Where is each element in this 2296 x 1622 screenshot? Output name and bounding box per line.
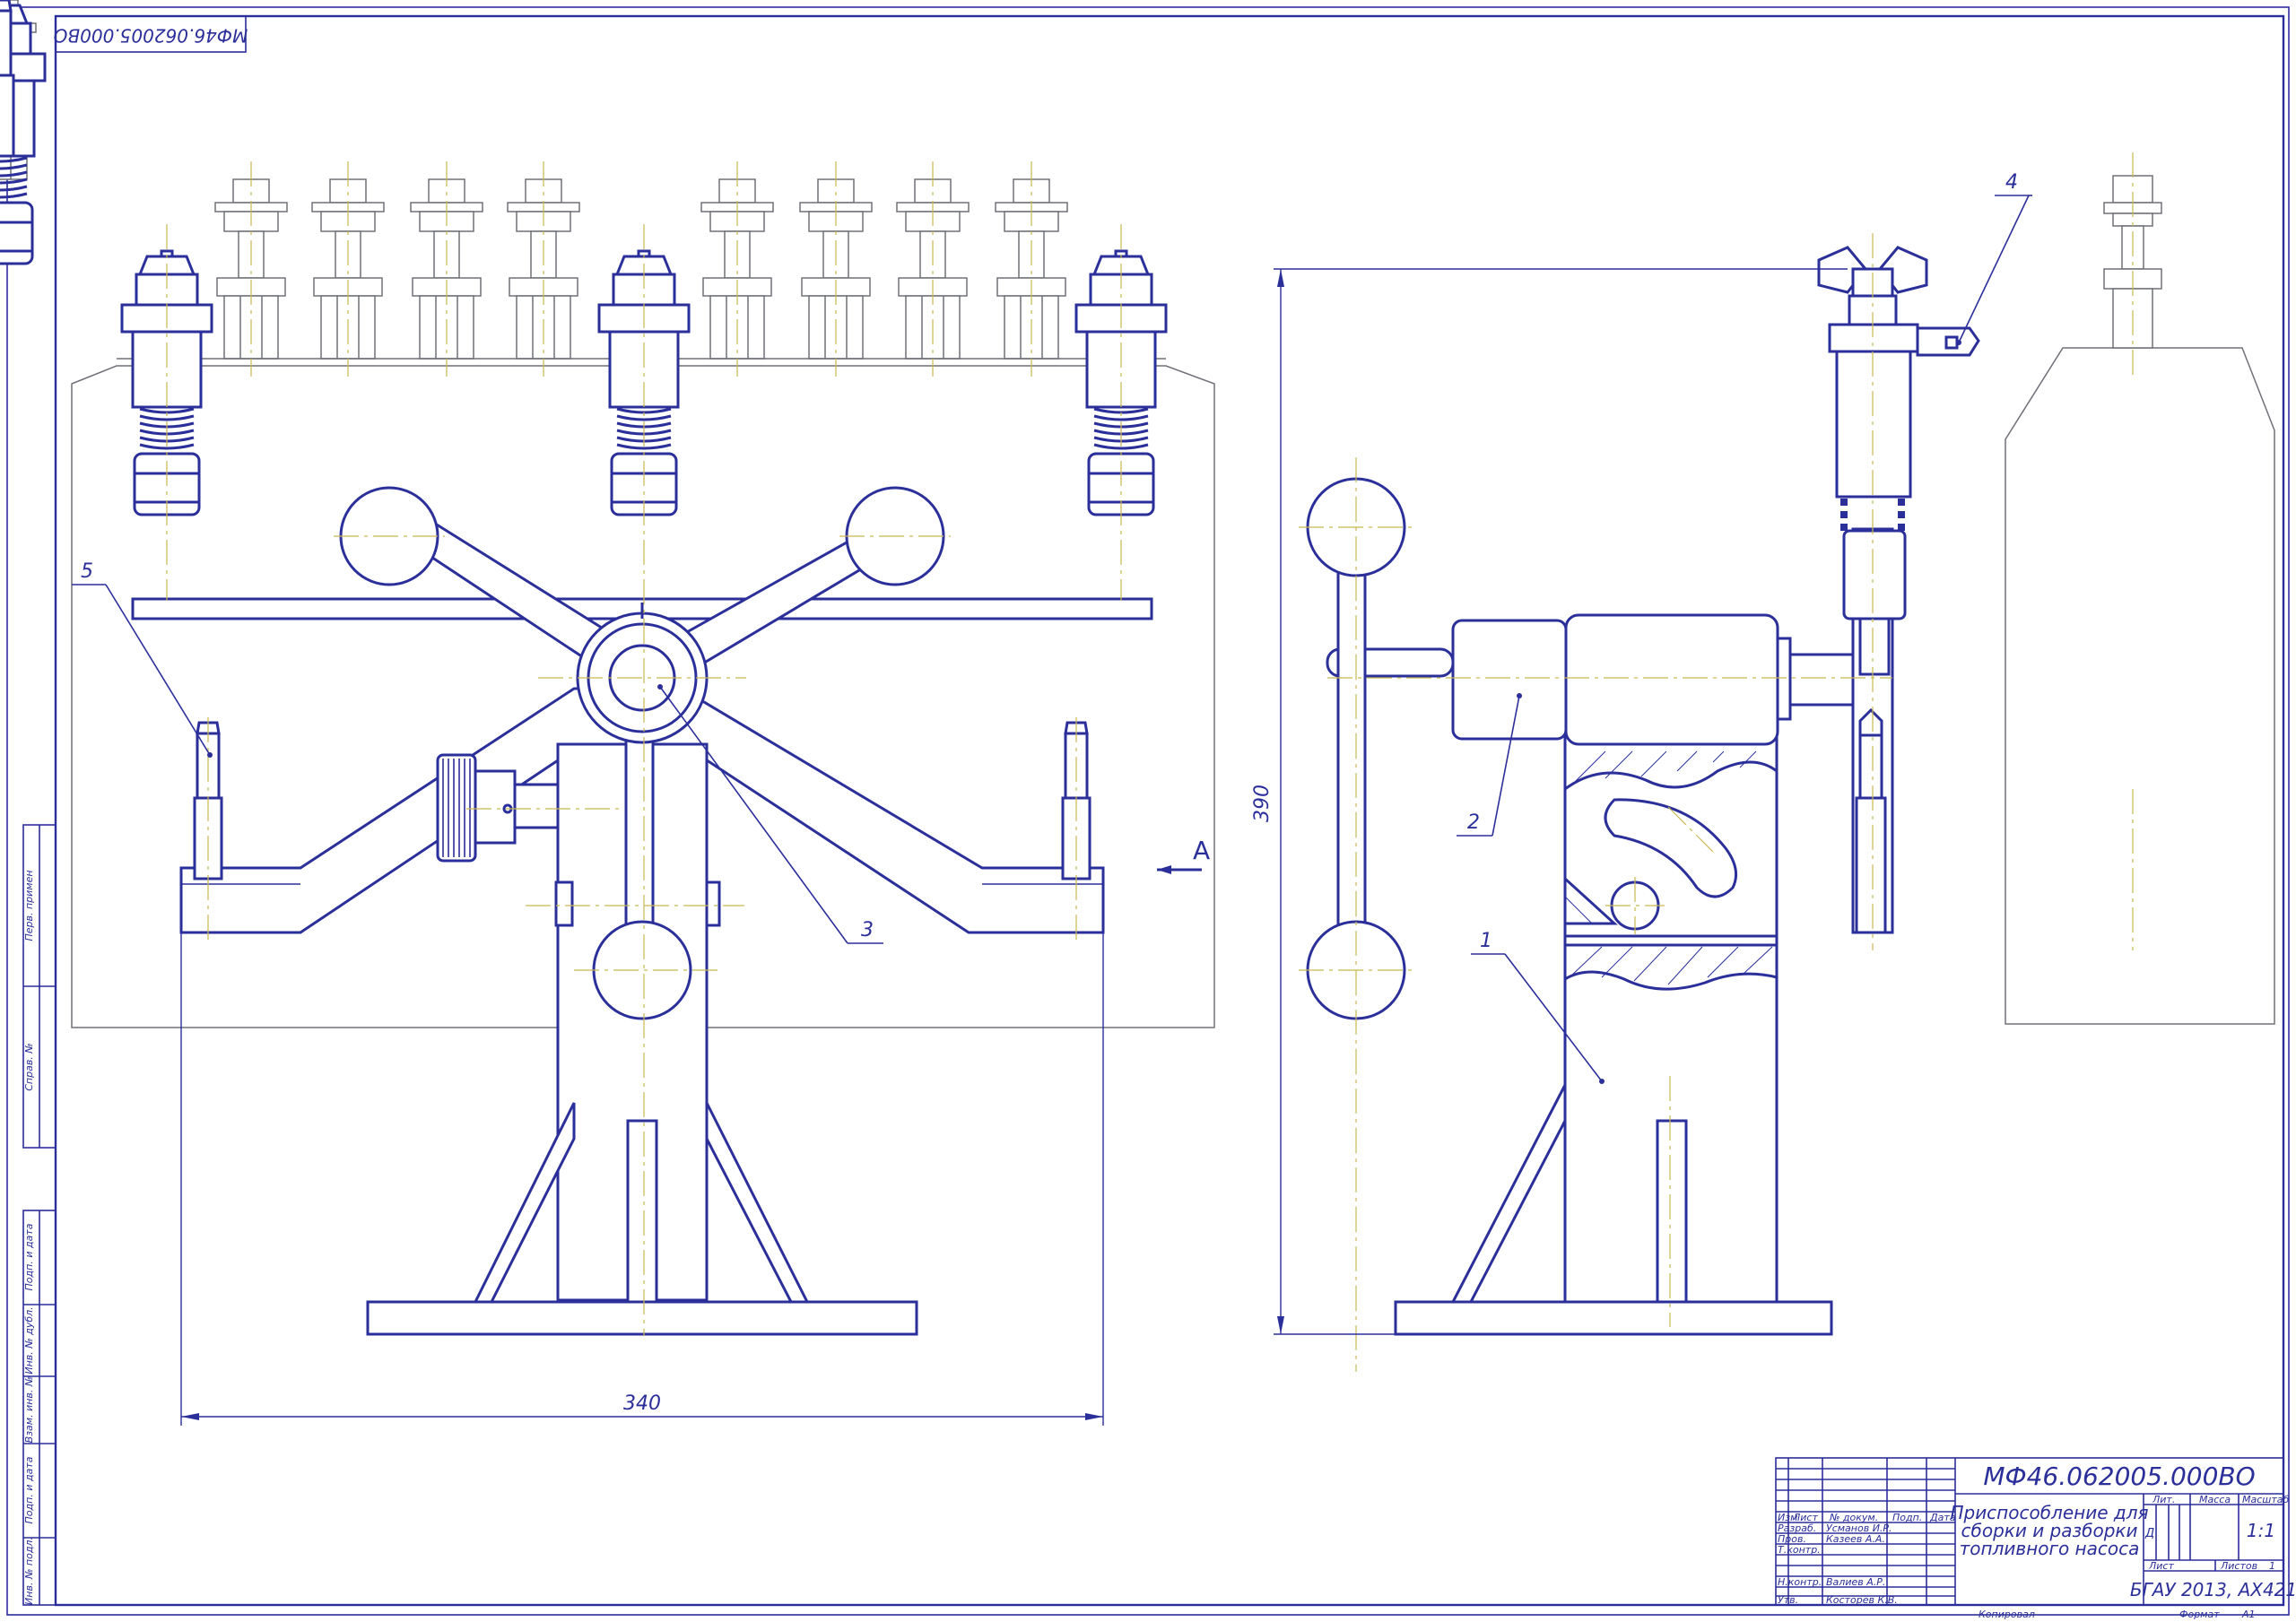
callout-3: 3: [657, 684, 883, 944]
strip-inv-dubl: Инв. № дубл.: [23, 1306, 35, 1374]
strip-podp-data-2: Подп. и дата: [23, 1456, 35, 1523]
callout-1: 1: [1471, 930, 1605, 1084]
clamp-head: [1828, 323, 1919, 353]
hdr-data: Дата: [1929, 1512, 1956, 1523]
pump-outline: [71, 365, 1215, 1028]
view-a-letter: А: [1193, 836, 1210, 865]
dimension-width-value: 340: [623, 1392, 661, 1415]
callout-2: 2: [1457, 693, 1522, 837]
front-view: [0, 0, 1215, 1336]
knurled-knob: [436, 753, 477, 863]
name-razrab: Усманов И.Р.: [1826, 1522, 1892, 1534]
svg-text:5: 5: [81, 560, 93, 583]
svg-text:1: 1: [1480, 930, 1492, 952]
base-plate: [366, 1300, 918, 1336]
hdr-doc: № докум.: [1829, 1512, 1878, 1523]
svg-text:4: 4: [2005, 171, 2018, 194]
side-strip: Перв. примен Справ. № Подп. и дата Инв. …: [22, 824, 57, 1606]
title-block: Изм Лист № докум. Подп. Дата Разраб. Усм…: [1775, 1457, 2296, 1606]
name-prov: Казеев А.А.: [1826, 1533, 1885, 1545]
title-line-2: сборки и разборки: [1961, 1520, 2138, 1541]
svg-text:2: 2: [1467, 811, 1480, 834]
strip-vzam-inv: Взам. инв. №: [23, 1376, 35, 1444]
scale-value: 1:1: [2247, 1520, 2275, 1541]
hdr-list: Лист: [1792, 1512, 1818, 1523]
view-a-marker: А: [1157, 836, 1210, 874]
masshtab-label: Масштаб: [2242, 1494, 2289, 1505]
role-tkontr: Т.контр.: [1778, 1544, 1821, 1556]
role-razrab: Разраб.: [1778, 1522, 1816, 1534]
sheet-label: Лист: [2148, 1560, 2174, 1572]
screw-housing: [1564, 613, 1779, 746]
corner-code: МФ46.062005.000ВО: [54, 25, 248, 47]
org-name: БГАУ 2013, АХ421: [2130, 1579, 2296, 1600]
sheets-label: Листов: [2220, 1560, 2257, 1572]
corner-code-box: МФ46.062005.000ВО: [54, 15, 248, 53]
locating-pins: [0, 0, 1091, 880]
role-nkontr: Н.контр.: [1778, 1576, 1822, 1588]
side-base-plate: [1394, 1300, 1833, 1336]
title-line-1: Приспособление для: [1950, 1502, 2148, 1523]
press-posts: [0, 0, 1168, 516]
role-prov: Пров.: [1778, 1533, 1806, 1545]
lit-label: Лит.: [2152, 1494, 2175, 1505]
outer-frame: [6, 6, 2290, 1616]
lit-value: Д: [2144, 1527, 2154, 1540]
hdr-podp: Подп.: [1892, 1512, 1922, 1523]
title-line-3: топливного насоса: [1960, 1538, 2140, 1559]
side-view: [1299, 152, 2275, 1372]
svg-text:3: 3: [861, 919, 874, 941]
dimension-height-value: 390: [1251, 785, 1274, 822]
dimension-width: 340: [180, 932, 1104, 1426]
massa-label: Масса: [2199, 1494, 2231, 1505]
pump-side-outline: [2005, 347, 2275, 1025]
name-utv: Косторев К.В.: [1826, 1594, 1898, 1606]
kopiroval: Копировал: [1979, 1609, 2035, 1620]
sheets-value: 1: [2269, 1560, 2275, 1572]
curved-slot: [1604, 798, 1738, 898]
callout-4: 4: [1956, 171, 2032, 345]
inner-frame: [54, 14, 2285, 1607]
dimension-height: 390: [1251, 268, 1848, 1335]
strip-podp-data-1: Подп. и дата: [23, 1223, 35, 1290]
format-value: А1: [2241, 1609, 2256, 1620]
format-label: Формат: [2179, 1609, 2220, 1620]
name-nkontr: Валиев А.Р.: [1826, 1576, 1885, 1588]
role-utv: Утв.: [1778, 1594, 1798, 1606]
strip-perv-primen: Перв. примен: [23, 870, 35, 941]
title-code: МФ46.062005.000ВО: [1983, 1462, 2255, 1491]
screw-housing-front: [1451, 619, 1568, 741]
hdr-izm: Изм: [1778, 1512, 1797, 1523]
strip-sprav-no: Справ. №: [23, 1043, 35, 1091]
strip-inv-podl: Инв. № подл.: [23, 1537, 35, 1605]
callout-5: 5: [72, 560, 213, 758]
